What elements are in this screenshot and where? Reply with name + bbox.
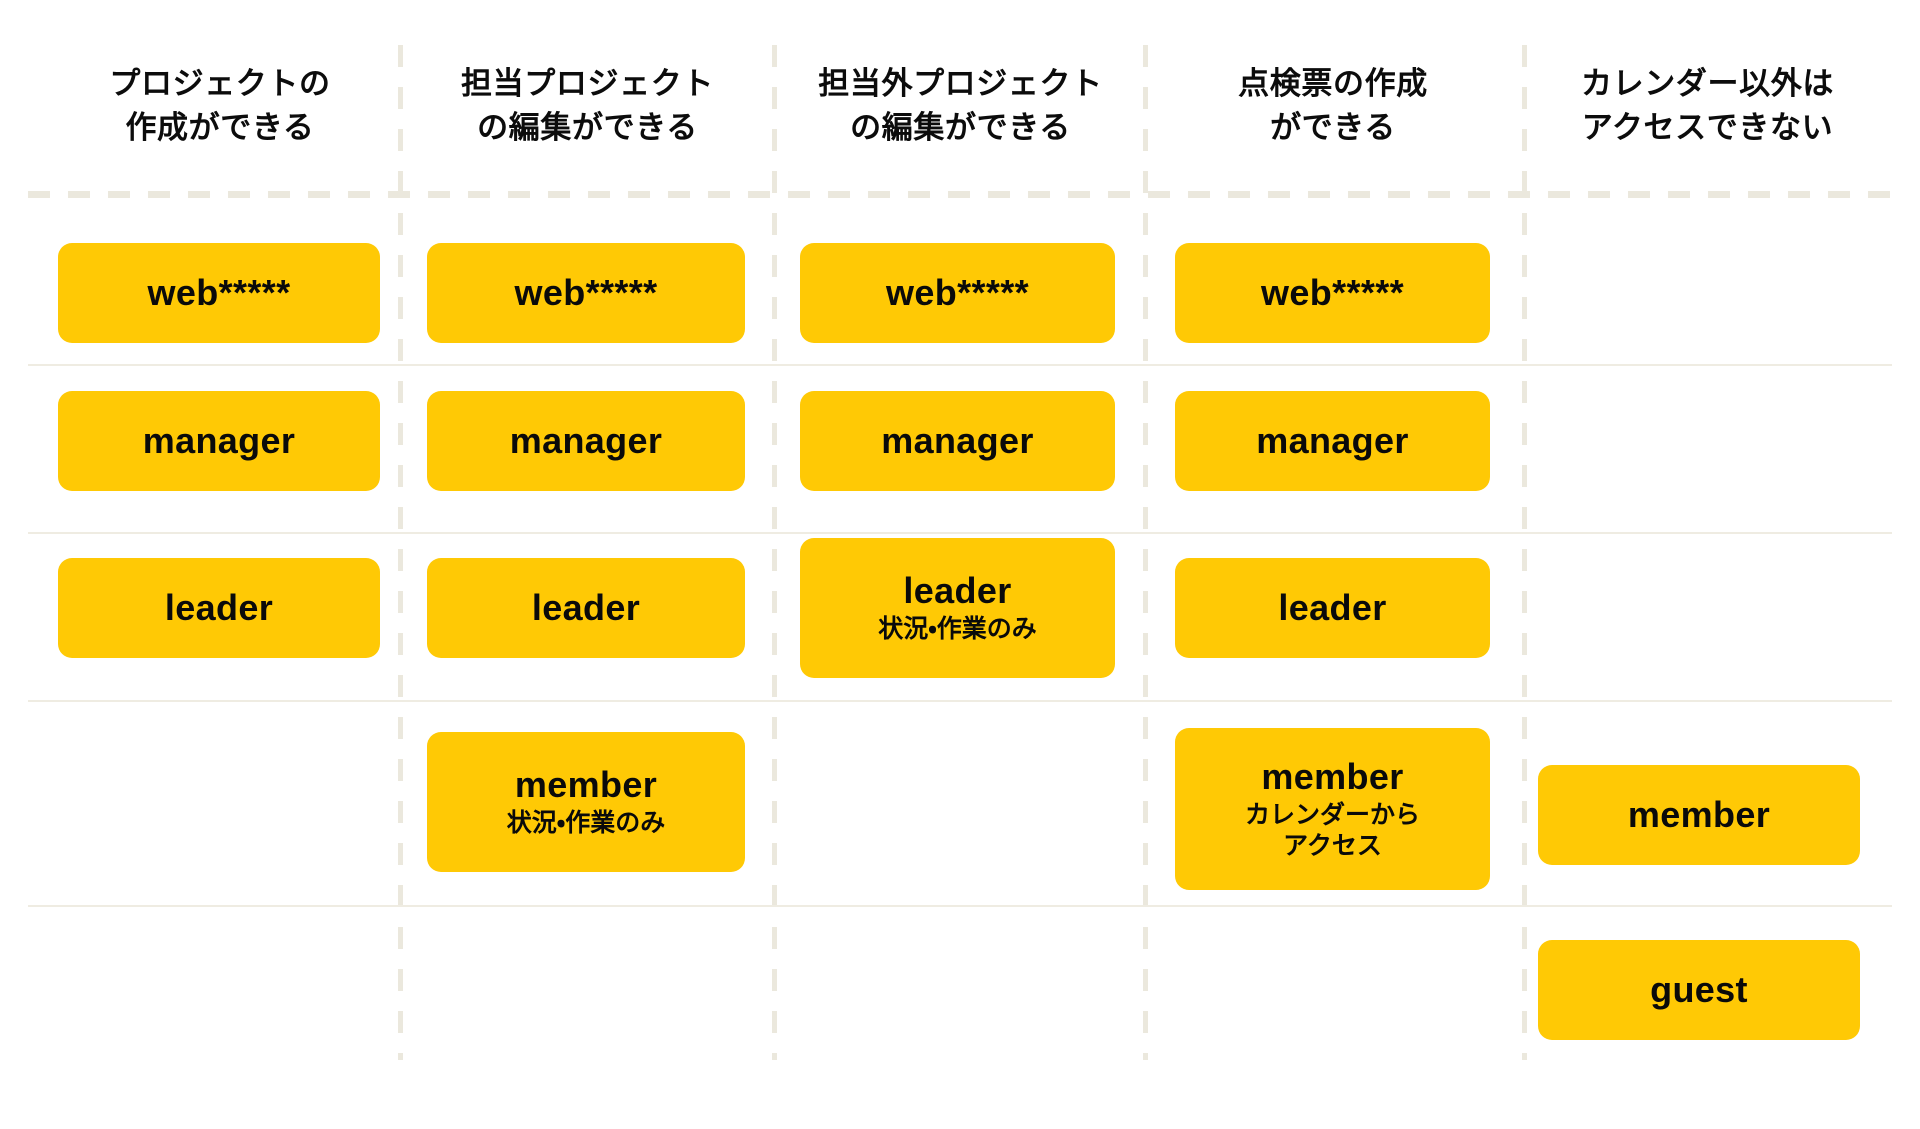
role-badge[interactable]: member 状況・作業のみ xyxy=(427,732,745,872)
role-badge-label: web***** xyxy=(514,271,658,313)
role-badge[interactable]: guest xyxy=(1538,940,1860,1040)
cell-r2-c3: leader xyxy=(1175,558,1490,658)
role-badge-note: 状況・作業のみ xyxy=(878,615,1037,644)
role-badge[interactable]: leader xyxy=(427,558,745,658)
cell-r4-c1 xyxy=(427,940,745,1040)
cell-r2-c4 xyxy=(1545,558,1860,658)
cell-r3-c2 xyxy=(800,730,1115,830)
header-row: プロジェクトの 作成ができる 担当プロジェクト の編集ができる 担当外プロジェク… xyxy=(0,0,1920,191)
role-badge[interactable]: leader xyxy=(1175,558,1490,658)
role-badge-note: カレンダーから アクセス xyxy=(1244,801,1420,860)
cell-r3-c0 xyxy=(58,730,380,830)
cell-r4-c3 xyxy=(1175,940,1490,1040)
role-badge[interactable]: web***** xyxy=(427,243,745,343)
role-badge[interactable]: web***** xyxy=(58,243,380,343)
cell-r4-c2 xyxy=(800,940,1115,1040)
cell-r2-c2: leader 状況・作業のみ xyxy=(800,538,1115,678)
cell-r1-c0: manager xyxy=(58,391,380,491)
cell-r1-c4 xyxy=(1545,391,1860,491)
column-header-calendar-only-access: カレンダー以外は アクセスできない xyxy=(1581,66,1834,146)
role-badge-label: web***** xyxy=(147,271,291,313)
cell-r0-c2: web***** xyxy=(800,243,1115,343)
cell-r3-c4: member xyxy=(1538,765,1860,865)
role-badge-label: web***** xyxy=(1261,271,1404,313)
role-badge-note: 状況・作業のみ xyxy=(506,809,666,838)
role-badge-label: leader xyxy=(1278,586,1387,628)
column-header-edit-own-project: 担当プロジェクト の編集ができる xyxy=(461,66,714,146)
role-badge-label: leader xyxy=(164,586,274,628)
role-badge-label: leader xyxy=(531,586,641,628)
cell-r2-c1: leader xyxy=(427,558,745,658)
role-badge[interactable]: leader xyxy=(58,558,380,658)
role-badge-label: leader xyxy=(903,570,1012,612)
role-badge-label: web***** xyxy=(886,271,1029,313)
role-badge-label: manager xyxy=(1256,419,1409,461)
role-badge-label: manager xyxy=(142,419,296,461)
cell-r4-c4: guest xyxy=(1538,940,1860,1040)
role-badge[interactable]: manager xyxy=(427,391,745,491)
role-badge[interactable]: web***** xyxy=(800,243,1115,343)
role-badge-label: member xyxy=(514,764,658,806)
role-badge[interactable]: member xyxy=(1538,765,1860,865)
role-badge[interactable]: member カレンダーから アクセス xyxy=(1175,728,1490,890)
cell-r0-c1: web***** xyxy=(427,243,745,343)
cell-r1-c3: manager xyxy=(1175,391,1490,491)
cell-r0-c3: web***** xyxy=(1175,243,1490,343)
role-badge[interactable]: web***** xyxy=(1175,243,1490,343)
role-badge[interactable]: manager xyxy=(1175,391,1490,491)
cell-r3-c1: member 状況・作業のみ xyxy=(427,732,745,872)
role-badge-label: manager xyxy=(881,419,1034,461)
role-badge-label: guest xyxy=(1650,968,1748,1010)
cell-r3-c3: member カレンダーから アクセス xyxy=(1175,728,1490,890)
column-header-edit-other-project: 担当外プロジェクト の編集ができる xyxy=(818,66,1103,146)
cell-r4-c0 xyxy=(58,940,380,1040)
cell-r0-c4 xyxy=(1545,243,1860,343)
column-header-create-inspection: 点検票の作成 ができる xyxy=(1238,66,1428,146)
role-badge-label: member xyxy=(1627,793,1771,835)
role-badge[interactable]: manager xyxy=(58,391,380,491)
cell-r1-c1: manager xyxy=(427,391,745,491)
role-badge-label: member xyxy=(1261,755,1404,797)
cell-r2-c0: leader xyxy=(58,558,380,658)
cell-r1-c2: manager xyxy=(800,391,1115,491)
role-badge-label: manager xyxy=(509,419,663,461)
role-badge[interactable]: manager xyxy=(800,391,1115,491)
role-badge[interactable]: leader 状況・作業のみ xyxy=(800,538,1115,678)
column-header-create-project: プロジェクトの 作成ができる xyxy=(109,66,331,146)
cell-r0-c0: web***** xyxy=(58,243,380,343)
